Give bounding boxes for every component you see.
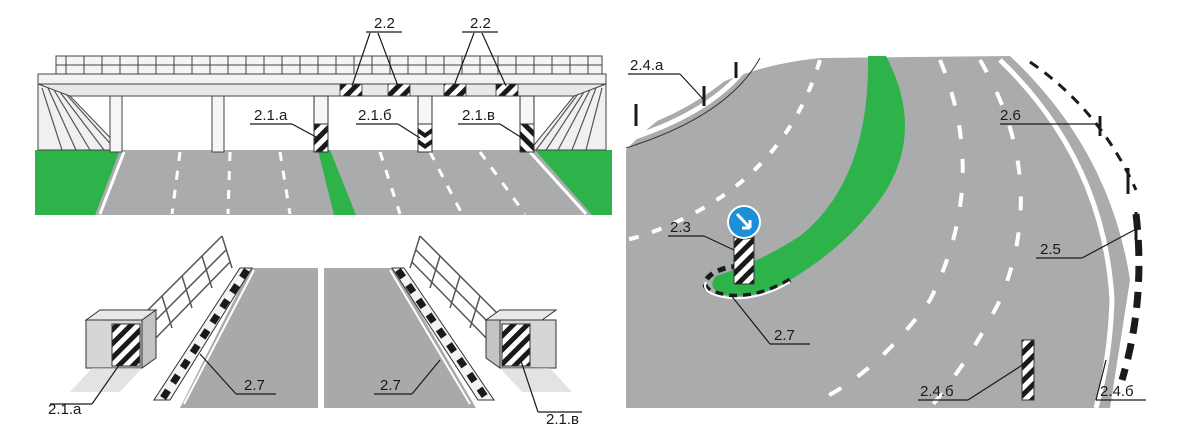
- label-2-4-b-center: 2.4.б: [920, 383, 954, 400]
- lane-dash-inner: [625, 59, 822, 242]
- lane-dash-1: [819, 59, 965, 402]
- road-edge-panel: 2.1.а 2.7 2.7 2.1.в: [48, 235, 582, 428]
- label-2-1-a-bottom: 2.1.а: [48, 401, 82, 418]
- lane-line: [478, 151, 527, 215]
- guardrail-2-5: [1118, 213, 1143, 382]
- label-2-2-left: 2.2: [374, 15, 395, 32]
- arrow-down-right-icon: [735, 212, 752, 230]
- left-shadow: [70, 368, 142, 392]
- label-2-5: 2.5: [1040, 241, 1061, 258]
- corner-curb-edge: [625, 57, 761, 149]
- right-curb-marking-2-7: [395, 268, 489, 400]
- label-2-7-right: 2.7: [380, 377, 401, 394]
- leader-lines-right: [628, 73, 1146, 401]
- curve-road: [626, 56, 1130, 408]
- grass-right: [535, 150, 612, 215]
- label-2-7-curve: 2.7: [774, 327, 795, 344]
- right-road: [324, 268, 476, 408]
- pier-2-1-v: [519, 95, 535, 125]
- bridge-piers: [109, 95, 225, 153]
- chevron-marks: [418, 128, 432, 149]
- road-edge-right: [528, 150, 588, 216]
- label-2-3: 2.3: [670, 219, 691, 236]
- bridge-road: [90, 150, 612, 215]
- left-curb-marking-2-7: [160, 268, 250, 400]
- sign-pillar-2-3: [727, 205, 761, 285]
- abutment-left-hatch: [41, 87, 117, 151]
- right-road-edge-line: [389, 269, 471, 405]
- label-2-2-right: 2.2: [470, 15, 491, 32]
- right-edge-line: [998, 58, 1115, 409]
- island-curb-white: [704, 281, 791, 300]
- abutment-right-hatch: [535, 87, 603, 151]
- grass-median: [318, 150, 356, 215]
- label-2-4-a: 2.4.а: [630, 57, 664, 74]
- pillar-2-3: [733, 235, 755, 285]
- cabin-marking-2-1-v: [501, 323, 531, 367]
- road-edge-left: [98, 151, 126, 215]
- label-2-6: 2.6: [1000, 107, 1021, 124]
- pier-2-1-a-stripes: [313, 123, 329, 153]
- pier-2-1-v-stripes: [519, 123, 535, 153]
- leader-lines-bottom-left: [50, 353, 582, 413]
- striped-piers: [313, 95, 535, 153]
- pier-2-1-a: [313, 95, 329, 125]
- green-island: [712, 56, 905, 297]
- right-shadow: [500, 368, 572, 392]
- label-2-1-a-top: 2.1.а: [254, 107, 288, 124]
- left-road-edge-line: [183, 269, 255, 405]
- grass-left: [35, 150, 120, 215]
- label-2-1-v-bottom: 2.1.в: [546, 411, 579, 428]
- right-cabin: [484, 309, 558, 369]
- pier: [109, 95, 123, 153]
- pier: [211, 95, 225, 153]
- island-curb-2-7: [702, 263, 792, 299]
- pier-2-1-b: [417, 95, 433, 125]
- label-2-1-v-top: 2.1.в: [462, 107, 495, 124]
- label-2-4-b-right: 2.4.б: [1100, 383, 1134, 400]
- post-2-4-b: [1021, 339, 1035, 401]
- bridge-railing: [55, 55, 603, 75]
- label-2-1-b-top: 2.1.б: [358, 107, 392, 124]
- bridge-deck: [37, 73, 607, 85]
- left-cabin: [84, 309, 158, 369]
- deck-marking-2-2: [339, 83, 519, 97]
- curve-panel: 2.4.а 2.6 2.3 2.5 2.7 2.4.б 2.4.б: [625, 56, 1146, 410]
- leader-lines-top: [250, 31, 523, 139]
- cabin-marking-2-1-a: [111, 323, 141, 367]
- corner-white: [626, 56, 752, 132]
- label-2-7-left: 2.7: [244, 377, 265, 394]
- lane-line: [428, 151, 464, 215]
- bridge-panel: 2.2 2.2 2.1.а 2.1.б 2.1.в: [35, 15, 612, 216]
- left-road: [180, 268, 318, 408]
- posts-2-4-a: [634, 62, 738, 126]
- lane-dash-2: [928, 58, 1023, 410]
- posts-right: [1098, 116, 1138, 240]
